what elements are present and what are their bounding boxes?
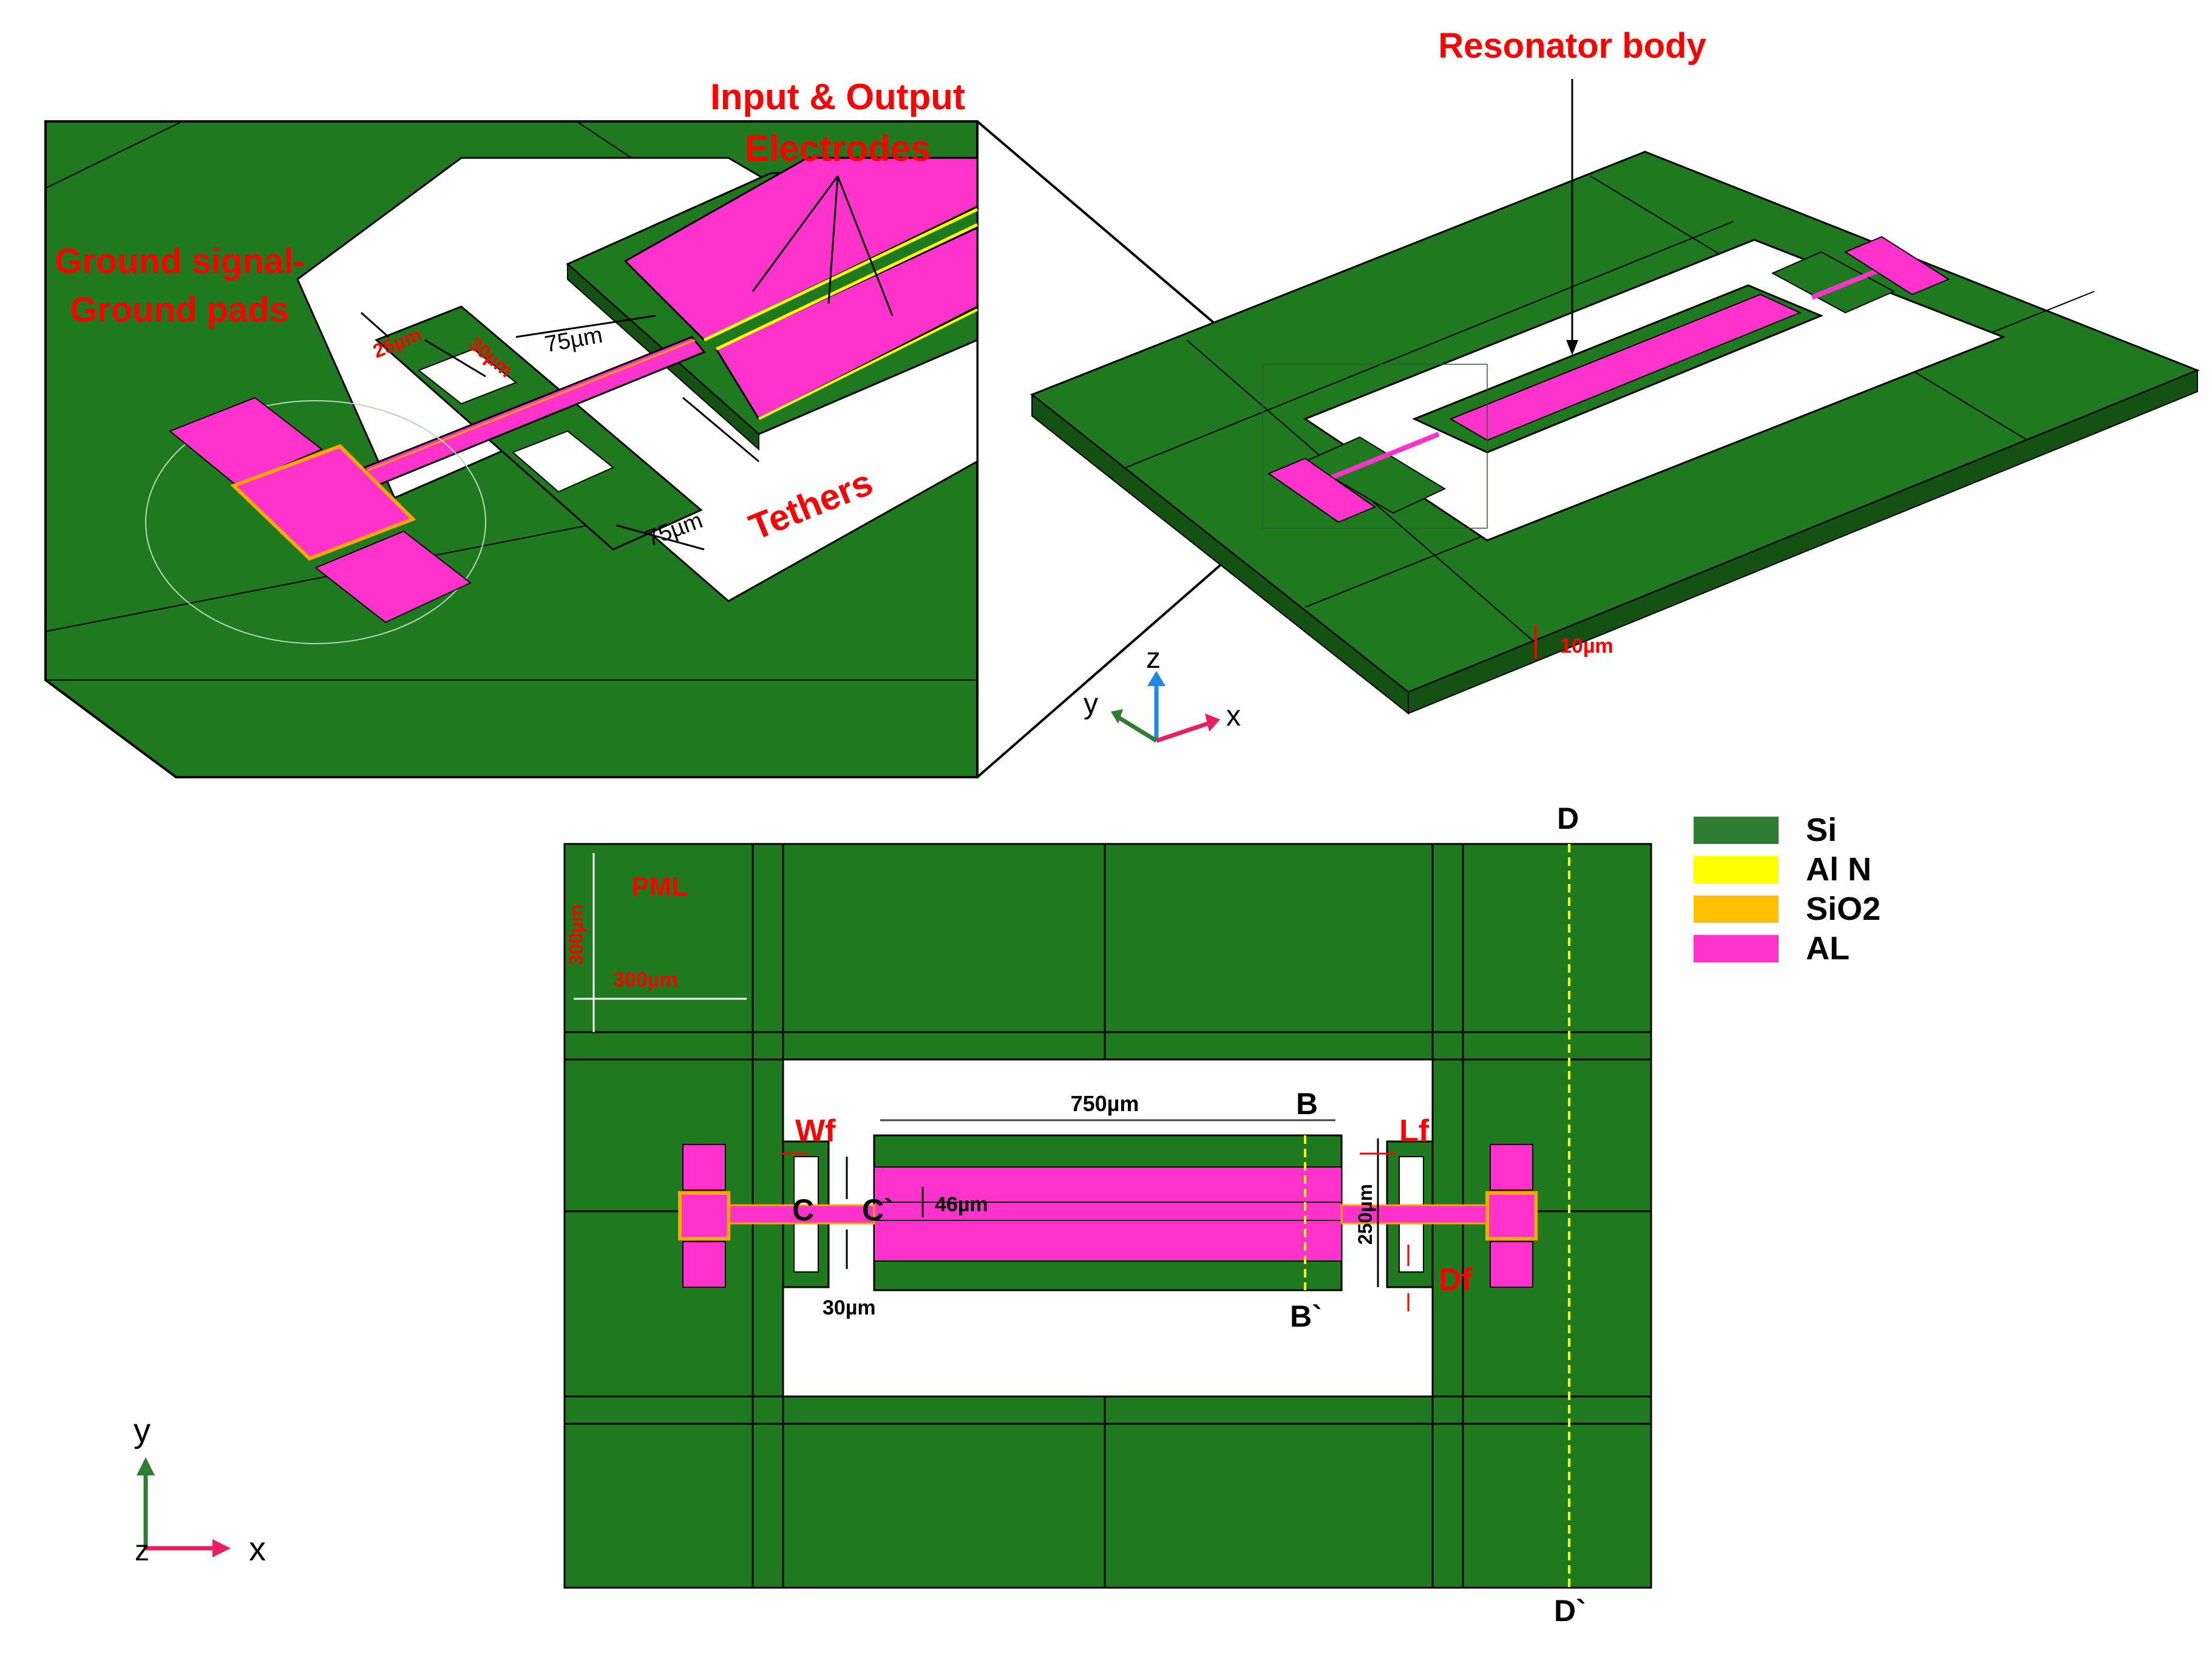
iso-tether-frame-right xyxy=(1771,251,1896,314)
dim-750-label: 750µm xyxy=(1071,1091,1139,1116)
top-signal-pad-right xyxy=(1485,1191,1538,1240)
legend-label: AL xyxy=(1806,930,1850,967)
section-b-prime-label: B` xyxy=(1290,1299,1322,1333)
lf-label: Lf xyxy=(1399,1114,1430,1149)
ground-pads-label-line2: Ground pads xyxy=(70,290,289,330)
legend-swatch xyxy=(1694,856,1779,883)
section-c-label: C xyxy=(792,1193,814,1227)
zoom-tether-hole xyxy=(512,430,614,493)
dim-250-label: 250µm xyxy=(1354,1184,1376,1245)
resonator-body-arrowhead xyxy=(1566,340,1578,355)
df-label: Df xyxy=(1439,1262,1473,1297)
iso-view: Resonator body 10µm z x y xyxy=(1030,26,2200,743)
iso-pads-left xyxy=(1267,457,1377,523)
iso-pads-right xyxy=(1844,236,1950,296)
axis-3d-z-label: z xyxy=(1146,642,1161,675)
electrode-pointers xyxy=(751,175,894,316)
section-b-label: B xyxy=(1296,1087,1318,1121)
top-ground-pad-left-top xyxy=(682,1144,726,1191)
top-signal-pad-left xyxy=(678,1191,730,1240)
section-d-prime-label: D` xyxy=(1554,1594,1586,1628)
legend-label: Si xyxy=(1806,812,1837,848)
input-output-label-line2: Electrodes xyxy=(745,128,931,169)
axis-3d-y xyxy=(1116,715,1158,743)
legend-label: SiO2 xyxy=(1806,891,1881,927)
ground-pads-label-line1: Ground signal- xyxy=(55,242,305,281)
zoom-ground-pad-bottom xyxy=(314,530,472,624)
zoom-electrode-top xyxy=(623,157,979,341)
legend-swatch xyxy=(1694,896,1779,923)
top-ground-pad-right-top xyxy=(1490,1144,1533,1191)
axis-3d-y-label: y xyxy=(1084,688,1098,720)
top-view: PML 300µm 300µm 750µm 250µm 46µm 30µm Wf… xyxy=(563,801,1652,1628)
top-ground-pad-left-bottom xyxy=(682,1241,726,1288)
zoom-connector-bottom xyxy=(976,527,1264,778)
iso-substrate-right-side xyxy=(1408,369,2198,715)
axis-2d-x-label: x xyxy=(249,1529,266,1568)
iso-zoom-region xyxy=(1262,364,1488,529)
dim-46-label: 46µm xyxy=(935,1193,988,1216)
zoom-dimension-arrows xyxy=(361,311,759,551)
zoom-aln-line xyxy=(758,308,978,420)
zoom-pads-highlight xyxy=(145,400,486,644)
axes-3d: z x y xyxy=(1084,642,1241,743)
zoom-grid-line xyxy=(45,121,183,189)
input-output-label-line1: Input & Output xyxy=(710,77,965,117)
dim-10-label: 10µm xyxy=(1560,634,1613,658)
legend-swatch xyxy=(1694,935,1779,962)
axes-2d: y x z xyxy=(134,1411,266,1568)
iso-tether-frame-left xyxy=(1303,436,1447,514)
axis-3d-x xyxy=(1155,720,1212,743)
dim-300-vertical-label: 300µm xyxy=(565,905,587,965)
axis-2d-z-label: z xyxy=(135,1535,149,1567)
section-d-label: D xyxy=(1557,801,1579,835)
axis-3d-x-label: x xyxy=(1226,700,1241,732)
top-ground-pad-right-bottom xyxy=(1490,1241,1533,1288)
zoom-aln-line xyxy=(703,208,979,342)
zoom-signal-pad xyxy=(230,444,416,561)
wf-label: Wf xyxy=(795,1114,836,1149)
iso-resonator-electrode xyxy=(1449,293,1802,441)
legend-label: Al N xyxy=(1806,851,1871,888)
zoom-ground-pad-top xyxy=(169,396,323,487)
zoom-sio2-line xyxy=(367,339,696,472)
zoom-panel: Input & Output Electrodes Ground signal-… xyxy=(44,77,1264,778)
dim-300-horizontal-label: 300µm xyxy=(613,968,678,991)
legend-swatch xyxy=(1694,817,1779,844)
top-dimension-arrows xyxy=(574,853,1410,1311)
pml-label: PML xyxy=(631,872,688,902)
dim-30-label: 30µm xyxy=(823,1296,876,1319)
iso-cavity xyxy=(1303,239,2006,542)
zoom-aln-line xyxy=(715,223,979,351)
zoom-tether-hole xyxy=(418,348,517,405)
axis-2d-y-label: y xyxy=(134,1411,151,1449)
section-c-prime-label: C` xyxy=(862,1193,894,1227)
resonator-body-label: Resonator body xyxy=(1438,26,1706,66)
zoom-electrode-bottom xyxy=(714,226,979,420)
